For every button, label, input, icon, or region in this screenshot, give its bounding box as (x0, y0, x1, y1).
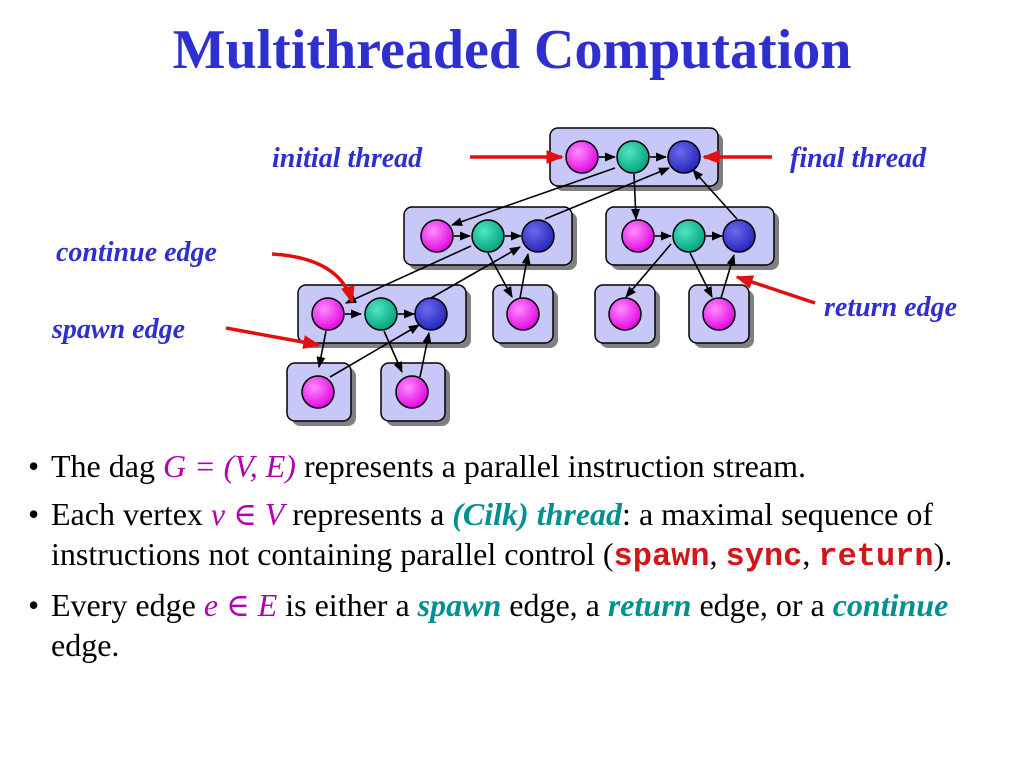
node-blue (414, 297, 448, 331)
math-vertex: v ∈ V (210, 496, 285, 532)
node-blue (521, 219, 555, 253)
code-spawn: spawn (613, 538, 710, 575)
continue-edge-label: continue edge (56, 237, 217, 268)
spawn-edge (344, 245, 472, 304)
node-magenta (395, 375, 429, 409)
code-sync: sync (725, 538, 803, 575)
term-cilk-thread: (Cilk) thread (452, 496, 623, 532)
math-edge: e ∈ E (203, 587, 278, 623)
math-dag: G = (V, E) (162, 448, 296, 484)
final-thread-label: final thread (790, 143, 927, 174)
initial-thread-label: initial thread (272, 143, 423, 174)
return-edge (692, 169, 738, 220)
node-teal (672, 219, 706, 253)
spawn-edge (487, 252, 513, 298)
node-magenta (311, 297, 345, 331)
dag-nodes (301, 140, 756, 409)
return-edge (430, 246, 521, 299)
node-magenta (301, 375, 335, 409)
bullet-vertex: Each vertex v ∈ V represents a (Cilk) th… (26, 494, 1006, 577)
bullet-dag: The dag G = (V, E) represents a parallel… (26, 446, 1006, 486)
node-magenta (420, 219, 454, 253)
node-teal (364, 297, 398, 331)
return-edge (544, 167, 671, 220)
node-magenta (608, 297, 642, 331)
node-blue (722, 219, 756, 253)
spawn-edge-label: spawn edge (51, 314, 185, 345)
term-continue: continue (832, 587, 949, 623)
return-edge (519, 252, 531, 299)
callout-arrows (225, 150, 816, 350)
return-edge (329, 324, 420, 378)
dag-edges (316, 152, 738, 378)
return-edge-pointer (735, 275, 816, 305)
spawn-edge-pointer (225, 326, 321, 350)
continue-edge-pointer (271, 252, 355, 304)
spawn-edge (625, 243, 672, 298)
bullet-edge: Every edge e ∈ E is either a spawn edge,… (26, 585, 1006, 665)
return-edge (419, 331, 432, 378)
term-spawn: spawn (417, 587, 502, 623)
term-return: return (607, 587, 692, 623)
spawn-edge (316, 330, 327, 369)
bullet-list: The dag G = (V, E) represents a parallel… (26, 446, 1006, 673)
spawn-edge (450, 167, 616, 226)
code-return: return (818, 538, 934, 575)
node-blue (667, 140, 701, 174)
node-magenta (702, 297, 736, 331)
node-magenta (506, 297, 540, 331)
return-edge-label: return edge (824, 292, 957, 323)
node-magenta (621, 219, 655, 253)
spawn-edge (383, 330, 403, 374)
multithreaded-dag-diagram: initial thread final thread continue edg… (51, 127, 957, 426)
spawn-edge (689, 252, 713, 299)
node-teal (616, 140, 650, 174)
node-teal (471, 219, 505, 253)
return-edge (720, 253, 736, 299)
node-magenta (565, 140, 599, 174)
page-title: Multithreaded Computation (172, 19, 852, 81)
